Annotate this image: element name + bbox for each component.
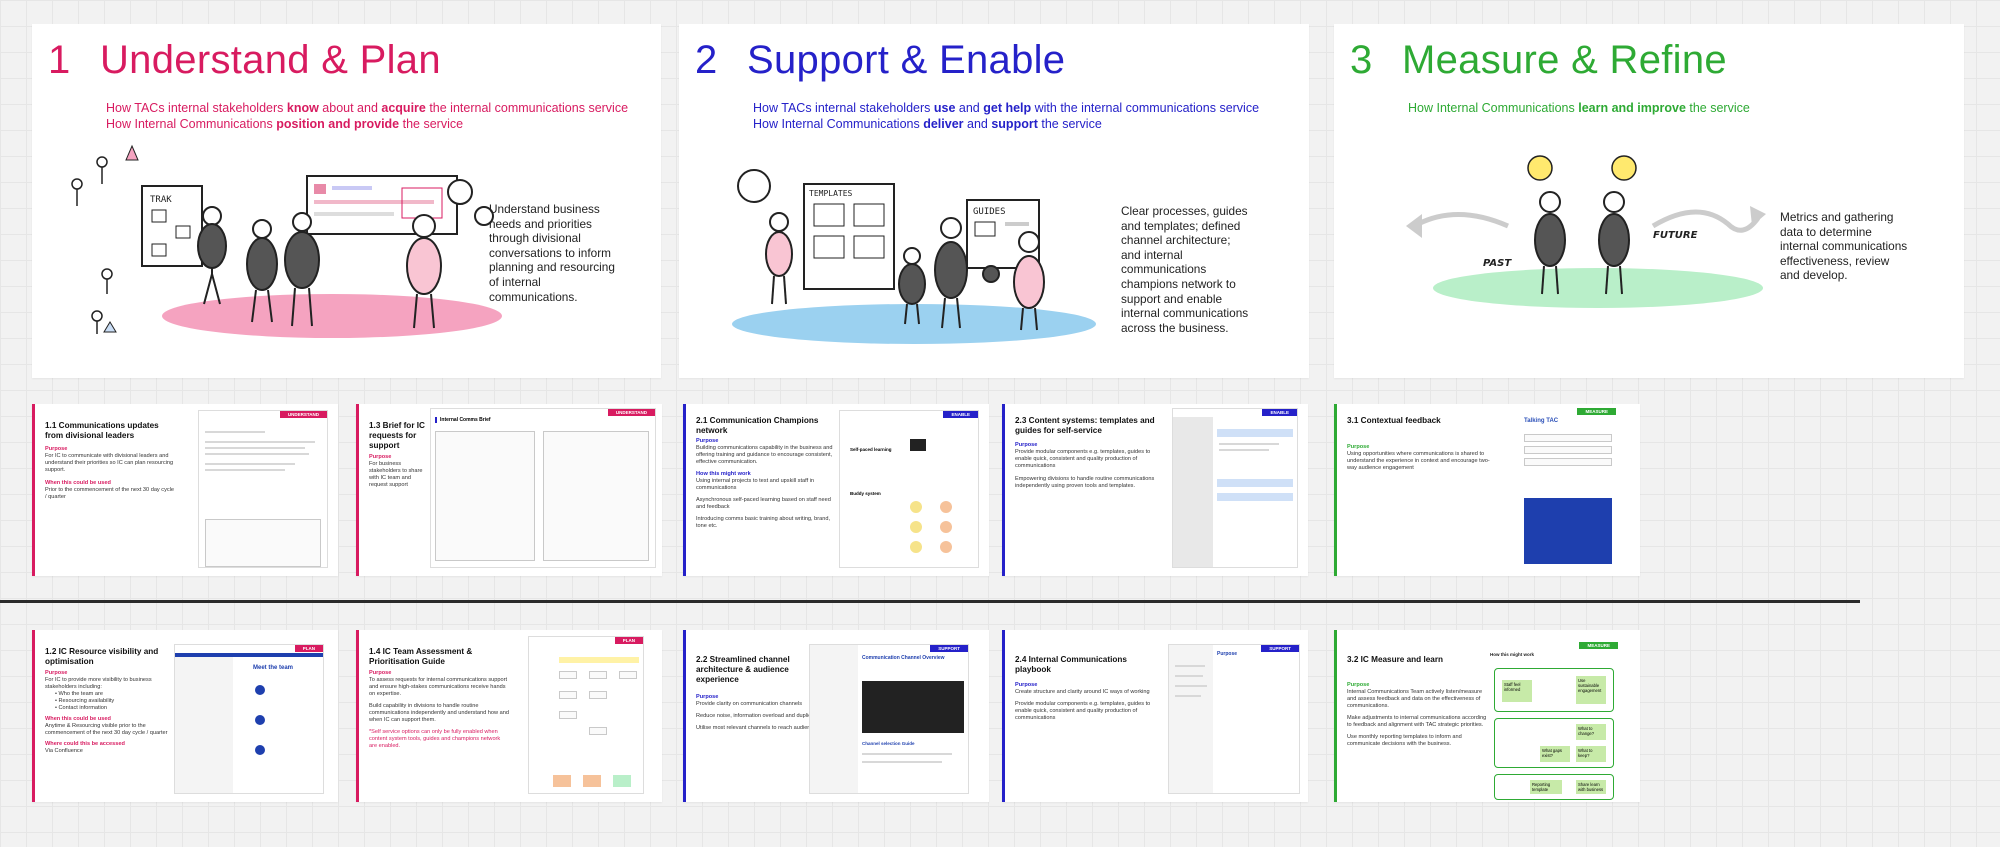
- card-body: Purpose Provide clarity on communication…: [696, 694, 824, 731]
- section-subtitle: How TACs internal stakeholders use and g…: [753, 101, 1260, 131]
- section-support-enable: 2 Support & Enable How TACs internal stak…: [679, 24, 1309, 378]
- card-thumbnail: SUPPORT Communication Channel Overview C…: [809, 644, 969, 794]
- thumb-title: Purpose: [1217, 651, 1238, 657]
- card-streamlined-channel-architecture[interactable]: 2.2 Streamlined channel architecture & a…: [683, 630, 989, 802]
- card-title: 2.4 Internal Communications playbook: [1015, 655, 1127, 674]
- card-title: 2.2 Streamlined channel architecture & a…: [696, 655, 790, 684]
- card-title: 2.3 Content systems: templates and guide…: [1015, 416, 1155, 435]
- section-description: Understand business needs and priorities…: [489, 202, 615, 304]
- card-tag: MEASURE: [1577, 408, 1616, 415]
- section-subtitle: How Internal Communications learn and im…: [1408, 101, 1750, 115]
- card-tag: PLAN: [294, 645, 323, 652]
- thumb-title: Internal Comms Brief: [435, 417, 491, 423]
- svg-text:GUIDES: GUIDES: [973, 207, 1006, 217]
- section-measure-refine: 3 Measure & Refine How Internal Communica…: [1334, 24, 1964, 378]
- section-title-text: Understand & Plan: [100, 38, 441, 82]
- card-tag: ENABLE: [1262, 409, 1297, 416]
- thumb-title: Meet the team: [253, 665, 294, 671]
- section-number: 1: [48, 38, 71, 82]
- card-thumbnail: UNDERSTAND Internal Comms Brief: [430, 408, 656, 568]
- svg-text:TRAK: TRAK: [150, 195, 172, 205]
- understand-illustration: TRAK: [71, 144, 502, 338]
- card-body: Purpose For business stakeholders to sha…: [369, 454, 423, 488]
- section-title: 2 Support & Enable: [695, 38, 1065, 83]
- card-ic-team-assessment[interactable]: 1.4 IC Team Assessment & Prioritisation …: [356, 630, 662, 802]
- card-tag: SUPPORT: [1261, 645, 1299, 652]
- section-number: 3: [1350, 38, 1373, 82]
- card-internal-communications-playbook[interactable]: 2.4 Internal Communications playbook Pur…: [1002, 630, 1308, 802]
- section-description: Metrics and gathering data to determine …: [1780, 210, 1908, 283]
- card-thumbnail: UNDERSTAND: [198, 410, 328, 568]
- card-title: 1.1 Communications updates from division…: [45, 421, 159, 440]
- thumb-title: Talking TAC: [1524, 418, 1559, 424]
- card-tag: PLAN: [614, 637, 643, 644]
- card-title: 1.4 IC Team Assessment & Prioritisation …: [369, 647, 473, 666]
- section-title-text: Measure & Refine: [1402, 38, 1727, 82]
- card-body: Purpose Using opportunities where commun…: [1347, 444, 1490, 471]
- card-body: Purpose For IC to provide more visibilit…: [45, 670, 168, 754]
- card-title: 1.3 Brief for IC requests for support: [369, 421, 425, 450]
- section-number: 2: [695, 38, 718, 82]
- card-body: Purpose Create structure and clarity aro…: [1015, 682, 1151, 721]
- card-tag: SUPPORT: [930, 645, 968, 652]
- card-tag: UNDERSTAND: [279, 411, 327, 418]
- section-understand-plan: 1 Understand & Plan How TACs internal sta…: [32, 24, 661, 378]
- section-title: 3 Measure & Refine: [1350, 38, 1727, 83]
- card-thumbnail: PLAN: [528, 636, 644, 794]
- svg-text:PAST: PAST: [1483, 258, 1512, 269]
- card-thumbnail: PLAN Meet the team: [174, 644, 324, 794]
- card-body: Purpose Provide modular components e.g. …: [1015, 442, 1155, 489]
- card-thumbnail: MEASURE Talking TAC: [1520, 408, 1616, 568]
- thumb-title: Communication Channel Overview: [862, 655, 945, 661]
- section-title-text: Support & Enable: [747, 38, 1066, 82]
- card-body: Purpose For IC to communicate with divis…: [45, 446, 175, 500]
- svg-text:FUTURE: FUTURE: [1653, 230, 1698, 241]
- card-body: Purpose Internal Communications Team act…: [1347, 682, 1487, 747]
- card-thumbnail: ENABLE: [1172, 408, 1298, 568]
- measure-illustration: PAST FUTURE: [1406, 155, 1766, 308]
- card-content-systems[interactable]: 2.3 Content systems: templates and guide…: [1002, 404, 1308, 576]
- card-title: 3.2 IC Measure and learn: [1347, 655, 1444, 664]
- card-title: 3.1 Contextual feedback: [1347, 416, 1441, 425]
- section-title: 1 Understand & Plan: [48, 38, 441, 83]
- card-tag: UNDERSTAND: [607, 409, 655, 416]
- thumb-title: How this might work: [1490, 652, 1535, 657]
- card-thumbnail: SUPPORT Purpose: [1168, 644, 1300, 794]
- card-body: Purpose Building communications capabili…: [696, 438, 833, 529]
- svg-text:TEMPLATES: TEMPLATES: [809, 189, 853, 198]
- card-communications-updates[interactable]: 1.1 Communications updates from division…: [32, 404, 338, 576]
- card-communication-champions[interactable]: 2.1 Communication Champions network Purp…: [683, 404, 989, 576]
- card-thumbnail: MEASURE How this might work Staff feel i…: [1490, 642, 1618, 800]
- section-description: Clear processes, guides and templates; d…: [1121, 204, 1249, 335]
- card-contextual-feedback[interactable]: 3.1 Contextual feedback Purpose Using op…: [1334, 404, 1640, 576]
- card-body: Purpose To assess requests for internal …: [369, 670, 509, 749]
- card-title: 1.2 IC Resource visibility and optimisat…: [45, 647, 159, 666]
- card-ic-resource-visibility[interactable]: 1.2 IC Resource visibility and optimisat…: [32, 630, 338, 802]
- card-thumbnail: ENABLE Self-paced learning Buddy system: [839, 410, 979, 568]
- row-divider: [0, 600, 1860, 603]
- card-tag: MEASURE: [1579, 642, 1618, 649]
- support-illustration: TEMPLATES GUIDES: [732, 169, 1096, 344]
- card-title: 2.1 Communication Champions network: [696, 416, 819, 435]
- card-brief-ic-requests[interactable]: 1.3 Brief for IC requests for support Pu…: [356, 404, 662, 576]
- card-tag: ENABLE: [943, 411, 978, 418]
- card-ic-measure-and-learn[interactable]: 3.2 IC Measure and learn Purpose Interna…: [1334, 630, 1640, 802]
- section-subtitle: How TACs internal stakeholders know abou…: [106, 101, 629, 131]
